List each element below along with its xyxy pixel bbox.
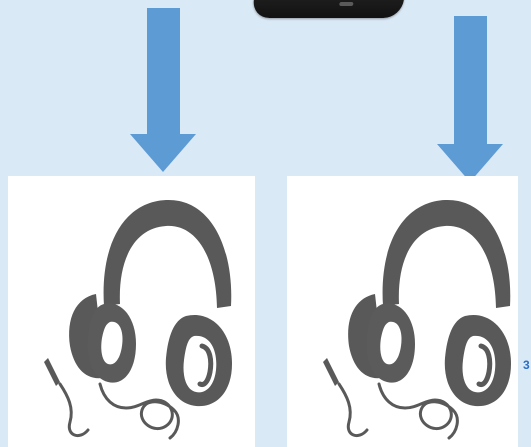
headphones-panel-right bbox=[287, 176, 518, 447]
headphones-icon bbox=[26, 186, 248, 446]
down-arrow-left bbox=[128, 8, 198, 174]
device-marking bbox=[339, 2, 354, 6]
headphones-icon bbox=[305, 186, 527, 446]
headphones-panel-left bbox=[8, 176, 255, 447]
down-arrow-right bbox=[435, 16, 505, 184]
edge-label: 3 bbox=[523, 358, 530, 372]
audio-device bbox=[251, 0, 408, 18]
